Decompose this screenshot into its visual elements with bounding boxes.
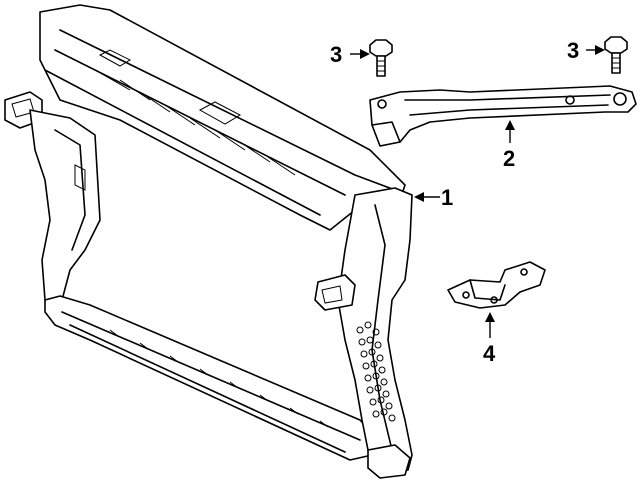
callout-3-right: 3 (567, 38, 605, 63)
callout-4: 4 (483, 312, 496, 366)
callout-3-left: 3 (330, 42, 370, 67)
angle-bracket (447, 261, 546, 309)
callout-3-right-label: 3 (567, 38, 579, 63)
bolt-left (369, 39, 393, 77)
callout-1: 1 (414, 185, 453, 210)
bolt-right (604, 36, 628, 74)
upper-bracket (369, 85, 637, 147)
callout-2: 2 (503, 120, 515, 171)
callout-1-label: 1 (441, 185, 453, 210)
callout-2-label: 2 (503, 146, 515, 171)
callout-4-label: 4 (483, 341, 496, 366)
radiator-support-frame (4, 4, 413, 479)
callout-3-left-label: 3 (330, 42, 342, 67)
